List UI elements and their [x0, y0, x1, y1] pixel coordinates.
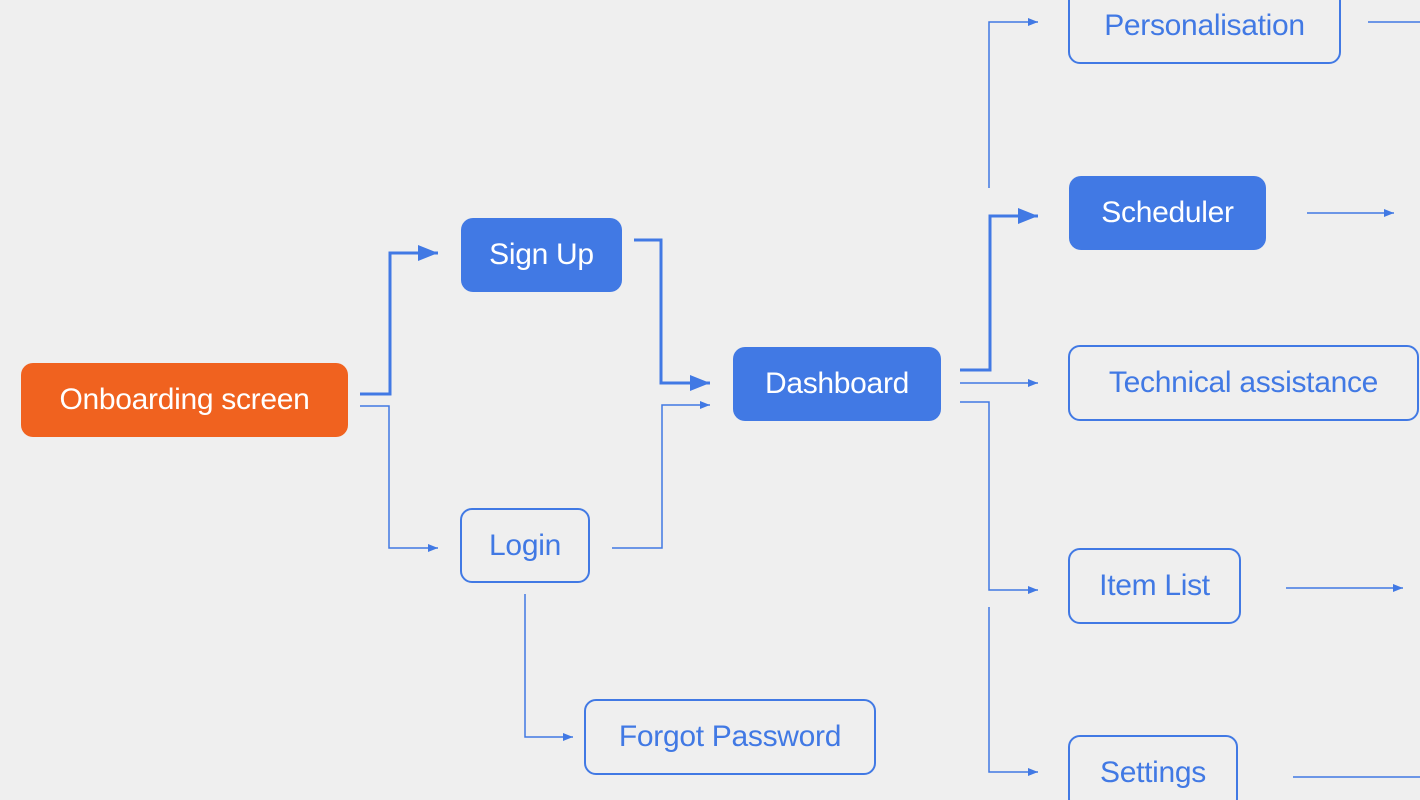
connector-login-dashboard	[612, 401, 710, 549]
node-dashboard: Dashboard	[733, 347, 941, 421]
node-label: Technical assistance	[1108, 366, 1379, 399]
node-label: Dashboard	[764, 367, 910, 400]
node-settings: Settings	[1068, 735, 1238, 800]
node-label: Personalisation	[1104, 9, 1305, 42]
connector-onboarding-signup	[360, 245, 438, 396]
connector-to-personalisation	[988, 18, 1038, 188]
connector-dashboard-scheduler	[960, 208, 1038, 372]
node-label: Scheduler	[1101, 196, 1234, 229]
node-login: Login	[460, 508, 590, 583]
connector-to-settings	[988, 607, 1038, 776]
node-label: Item List	[1099, 569, 1210, 602]
node-label: Forgot Password	[618, 720, 842, 753]
connector-onboarding-login	[360, 405, 438, 552]
connector-login-forgot-password	[524, 594, 573, 741]
node-item-list: Item List	[1068, 548, 1241, 624]
node-label: Login	[489, 528, 561, 562]
node-onboarding-screen: Onboarding screen	[21, 363, 348, 437]
connector-signup-dashboard	[634, 238, 710, 391]
connector-dashboard-item-list	[960, 401, 1038, 594]
node-scheduler: Scheduler	[1069, 176, 1266, 250]
node-label: Onboarding screen	[59, 383, 310, 416]
node-sign-up: Sign Up	[461, 218, 622, 292]
node-forgot-password: Forgot Password	[584, 699, 876, 775]
node-label: Sign Up	[489, 238, 594, 271]
node-personalisation: Personalisation	[1068, 0, 1341, 64]
node-technical-assistance: Technical assistance	[1068, 345, 1419, 421]
node-label: Settings	[1100, 756, 1206, 789]
